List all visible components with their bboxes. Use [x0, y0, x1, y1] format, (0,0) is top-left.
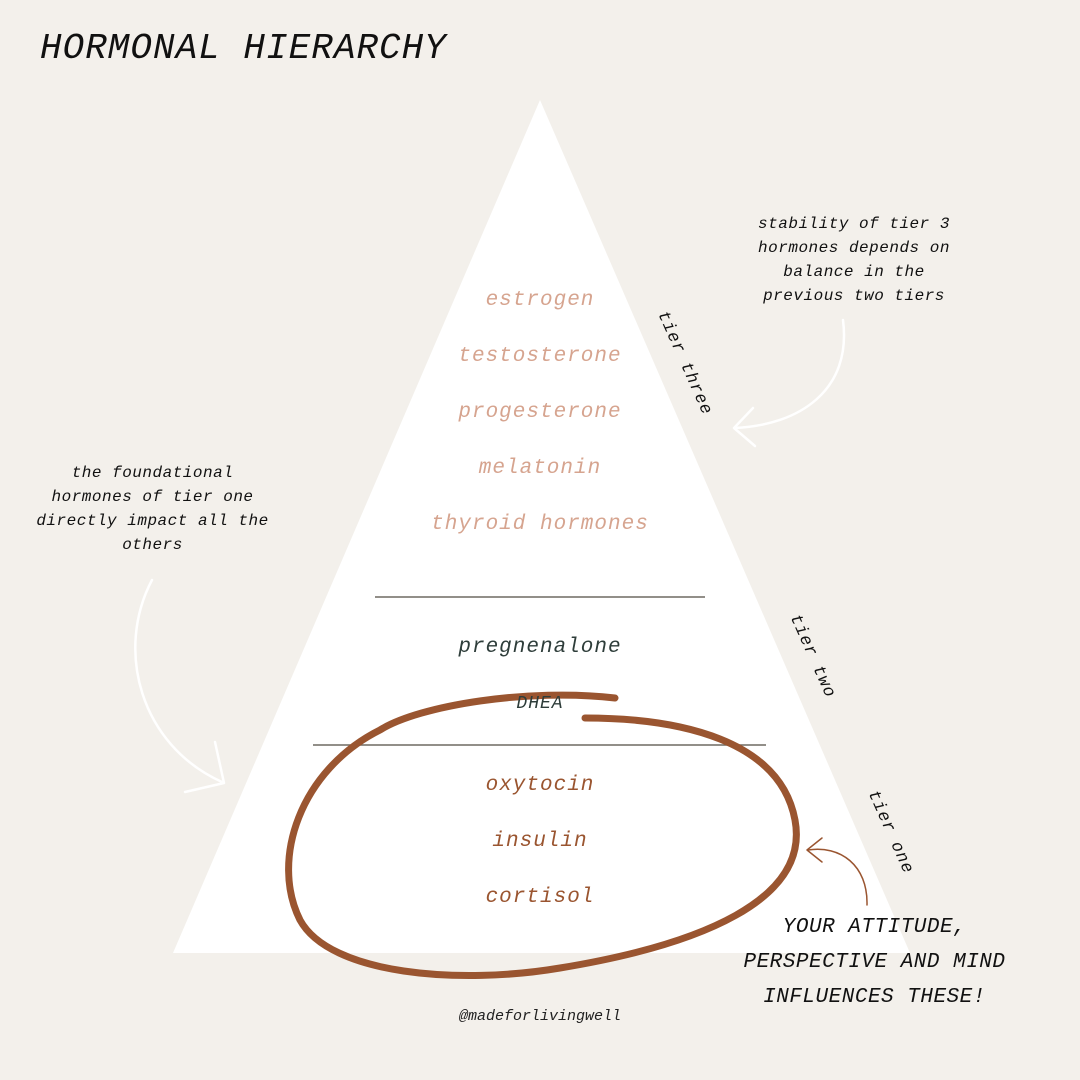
hormone-thyroid: thyroid hormones	[431, 513, 649, 536]
hormone-estrogen: estrogen	[485, 289, 595, 312]
hormone-dhea: DHEA	[516, 694, 564, 714]
hormone-cortisol: cortisol	[485, 886, 595, 909]
hand-drawn-circle	[285, 691, 800, 980]
attitude-callout: YOUR ATTITUDE, PERSPECTIVE AND MIND INFL…	[743, 916, 1006, 1009]
page-title: HORMONAL HIERARCHY	[40, 28, 447, 69]
note-tier1-foundation: the foundational hormones of tier one di…	[36, 464, 269, 554]
hormone-oxytocin: oxytocin	[485, 774, 595, 797]
hormone-melatonin: melatonin	[478, 457, 602, 480]
curved-arrow-icon	[732, 318, 846, 448]
curved-arrow-icon	[806, 837, 868, 906]
hormone-progesterone: progesterone	[458, 401, 622, 424]
social-handle: @madeforlivingwell	[458, 1008, 622, 1025]
curved-arrow-icon	[134, 578, 226, 794]
hormone-pregnenalone: pregnenalone	[458, 636, 622, 659]
hormone-testosterone: testosterone	[458, 345, 622, 368]
hormone-insulin: insulin	[492, 830, 588, 853]
note-tier3-stability: stability of tier 3 hormones depends on …	[758, 215, 950, 305]
